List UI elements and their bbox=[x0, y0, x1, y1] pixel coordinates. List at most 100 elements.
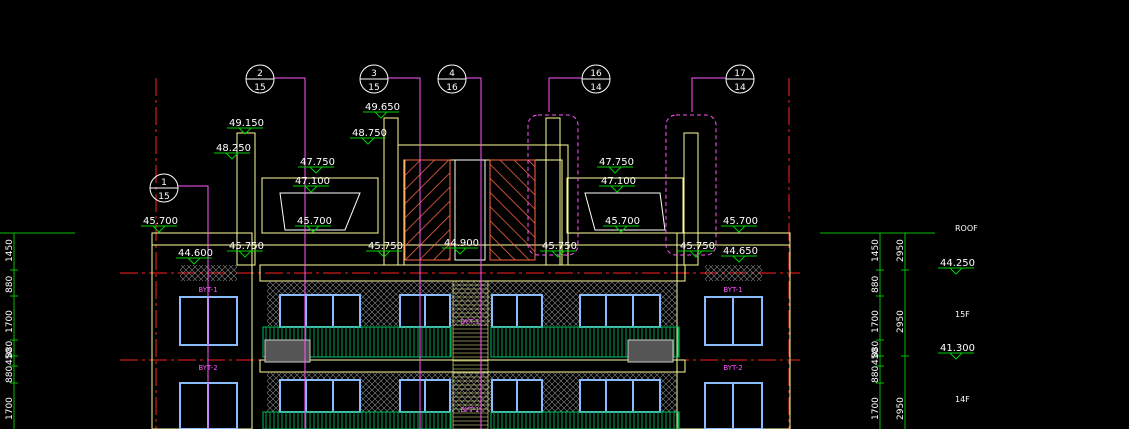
floor-label-roof: ROOF bbox=[955, 224, 978, 233]
dim-right2-1b: 2950 bbox=[896, 310, 906, 333]
elevation-label: 44.600 bbox=[178, 248, 213, 259]
elevation-triangle-icon bbox=[305, 225, 321, 233]
window bbox=[579, 379, 661, 413]
dim-left-3: 1700 bbox=[5, 310, 15, 333]
bubble-4-top: 4 bbox=[449, 69, 455, 79]
chimney-outline-2 bbox=[665, 114, 717, 256]
elevation-triangle-icon bbox=[452, 247, 468, 255]
grid-bubble-16 bbox=[581, 64, 611, 94]
elevation-triangle-icon bbox=[613, 225, 629, 233]
elevation-label: 47.100 bbox=[601, 176, 636, 187]
elevation-triangle-icon bbox=[360, 137, 376, 145]
tag-byt-stair-15f: BYT-1 bbox=[460, 318, 479, 326]
elevation-label: 48.750 bbox=[352, 128, 387, 139]
bubble-3-top: 3 bbox=[371, 69, 377, 79]
elevation-triangle-icon bbox=[550, 250, 566, 258]
elevation-triangle-icon bbox=[303, 185, 319, 193]
stair-column bbox=[452, 280, 489, 429]
dim-left-5: 450 bbox=[5, 348, 15, 365]
elevation-triangle-icon bbox=[731, 255, 747, 263]
elevation-triangle-icon bbox=[224, 152, 240, 160]
door-left bbox=[404, 159, 451, 261]
building-facade bbox=[151, 117, 791, 429]
dim-left-1: 1450 bbox=[5, 239, 15, 262]
bubble-16-bottom: 14 bbox=[590, 83, 602, 93]
leader-lines bbox=[178, 77, 726, 429]
railing bbox=[262, 411, 452, 429]
dimension-text-left: 1450 880 1700 880 450 880 1700 bbox=[5, 239, 15, 420]
elevation-triangle-icon bbox=[308, 166, 324, 174]
elevation-label: 45.700 bbox=[723, 216, 758, 227]
elevation-label: 45.700 bbox=[605, 216, 640, 227]
leader-16-14 bbox=[548, 77, 582, 112]
elevation-triangle-icon bbox=[237, 250, 253, 258]
window bbox=[279, 379, 361, 413]
elevation-triangle-icon bbox=[948, 267, 964, 275]
dim-right-7: 1700 bbox=[871, 397, 881, 420]
floor-labels: ROOF 15F 14F bbox=[955, 224, 978, 404]
elevation-label: 45.700 bbox=[297, 216, 332, 227]
dimension-column-left bbox=[0, 232, 75, 429]
parapet-left bbox=[151, 232, 253, 429]
dim-left-7: 1700 bbox=[5, 397, 15, 420]
dim-right-4: 880 bbox=[871, 341, 881, 358]
bubble-1-top: 1 bbox=[161, 178, 167, 188]
floor-label-15f: 15F bbox=[955, 310, 970, 319]
dim-left-4: 880 bbox=[5, 341, 15, 358]
bubble-16-top: 16 bbox=[590, 69, 602, 79]
dim-right-1: 1450 bbox=[871, 239, 881, 262]
pillar-4 bbox=[683, 132, 699, 266]
dim-left-6: 880 bbox=[5, 366, 15, 383]
bubble-3-bottom: 15 bbox=[368, 83, 379, 93]
bubble-2-bottom: 15 bbox=[254, 83, 265, 93]
leader-3-15 bbox=[388, 77, 421, 429]
elevation-label: 47.750 bbox=[599, 157, 634, 168]
grid-bubble-2 bbox=[245, 64, 275, 94]
leader-17-14 bbox=[691, 77, 726, 112]
leader-1-15 bbox=[178, 185, 209, 429]
grid-bubble-17 bbox=[725, 64, 755, 94]
elevation-label: 44.250 bbox=[940, 258, 975, 269]
elevation-triangle-icon bbox=[151, 225, 167, 233]
bubble-2-top: 2 bbox=[257, 69, 263, 79]
tag-byt-2-left: BYT-2 bbox=[198, 364, 217, 372]
pergola-left bbox=[261, 177, 379, 234]
dimension-column-right bbox=[820, 232, 935, 429]
grid-bubble-labels: 2 15 3 15 4 16 16 14 17 14 1 15 bbox=[158, 69, 746, 202]
pergola-details bbox=[279, 192, 666, 231]
window-tags: BYT-1 BYT-2 BYT-1 BYT-2 BYT-1 BYT-1 bbox=[198, 286, 742, 414]
elevation-triangle-icon bbox=[688, 250, 704, 258]
elevation-triangle-icon bbox=[373, 111, 389, 119]
elevation-label: 48.250 bbox=[216, 143, 251, 154]
leader-4-16 bbox=[466, 77, 482, 429]
dim-right2-2: 2950 bbox=[896, 397, 906, 420]
chimney-outline-1 bbox=[527, 114, 579, 256]
elevation-label: 44.900 bbox=[444, 238, 479, 249]
pergola-panel-left bbox=[279, 192, 361, 231]
pergola-right bbox=[566, 177, 684, 234]
tag-byt-1-left: BYT-1 bbox=[198, 286, 217, 294]
elevation-markers: 49.15048.25049.65048.75047.75047.10045.7… bbox=[141, 102, 975, 360]
elevation-triangle-icon bbox=[948, 352, 964, 360]
dim-right-2: 880 bbox=[871, 276, 881, 293]
dim-right-5: 450 bbox=[871, 348, 881, 365]
wall-texture-right bbox=[705, 265, 762, 281]
elevation-label: 45.750 bbox=[229, 241, 264, 252]
elevation-label: 45.750 bbox=[680, 241, 715, 252]
bubble-1-bottom: 15 bbox=[158, 192, 169, 202]
elevation-label: 45.700 bbox=[143, 216, 178, 227]
leader-2-15 bbox=[274, 77, 306, 429]
elevation-triangle-icon bbox=[607, 166, 623, 174]
window bbox=[279, 294, 361, 328]
pergola-panel-right bbox=[584, 192, 666, 231]
bubble-17-top: 17 bbox=[734, 69, 745, 79]
railing bbox=[490, 411, 680, 429]
window bbox=[579, 294, 661, 328]
grid-bubble-1 bbox=[149, 173, 179, 203]
elevation-triangle-icon bbox=[237, 127, 253, 135]
elevation-label: 49.650 bbox=[365, 102, 400, 113]
upper-band bbox=[259, 359, 686, 373]
elevation-label: 44.650 bbox=[723, 246, 758, 257]
chimney-outlines bbox=[527, 114, 717, 256]
